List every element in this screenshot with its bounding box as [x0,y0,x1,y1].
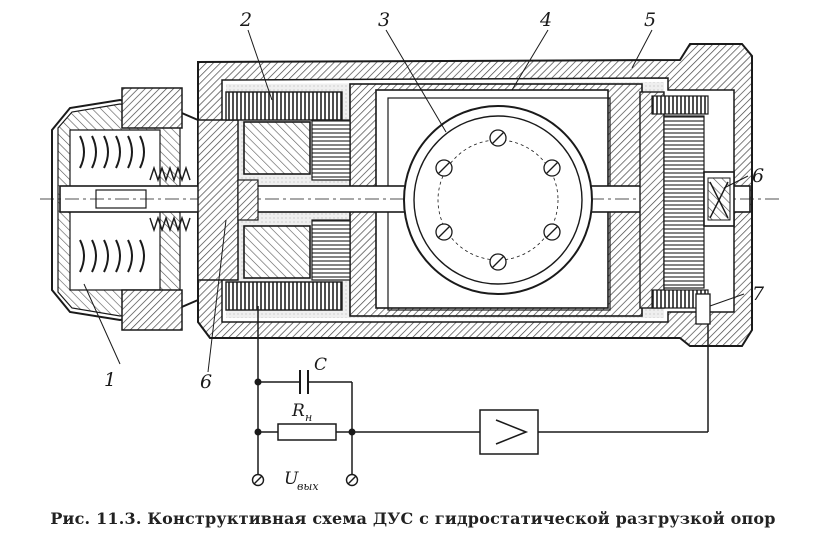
output-voltage-label: U [284,469,299,489]
part-label-2: 2 [239,9,252,31]
part-label-6-left: 6 [200,371,212,393]
circuit-nodes [254,378,356,436]
part-label-1: 1 [104,369,116,391]
output-voltage-subscript: вых [297,480,319,493]
bellows-assembly [51,87,199,331]
capacitor-label: C [314,355,327,375]
part-label-7: 7 [752,283,765,305]
part-label-5: 5 [644,9,656,31]
spring [149,165,191,233]
output-circuit [257,306,709,476]
part-label-6-right: 6 [752,165,764,187]
gyro-rotor [403,105,593,295]
caption-text: Рис. 11.3. Конструктивная схема ДУС с ги… [50,509,776,528]
torque-motor [197,91,351,311]
right-end-assembly [639,91,735,325]
part-label-4: 4 [539,9,552,31]
resistor-subscript: н [305,411,312,424]
output-terminals [251,473,359,487]
part-label-3: 3 [378,9,390,31]
rotor-screws [435,129,561,271]
part-labels: 1 2 3 4 5 6 6 7 [104,9,765,393]
figure-caption: Рис. 11.3. Конструктивная схема ДУС с ги… [0,509,826,528]
resistor-label: R [291,401,305,421]
leader-lines [83,29,749,373]
